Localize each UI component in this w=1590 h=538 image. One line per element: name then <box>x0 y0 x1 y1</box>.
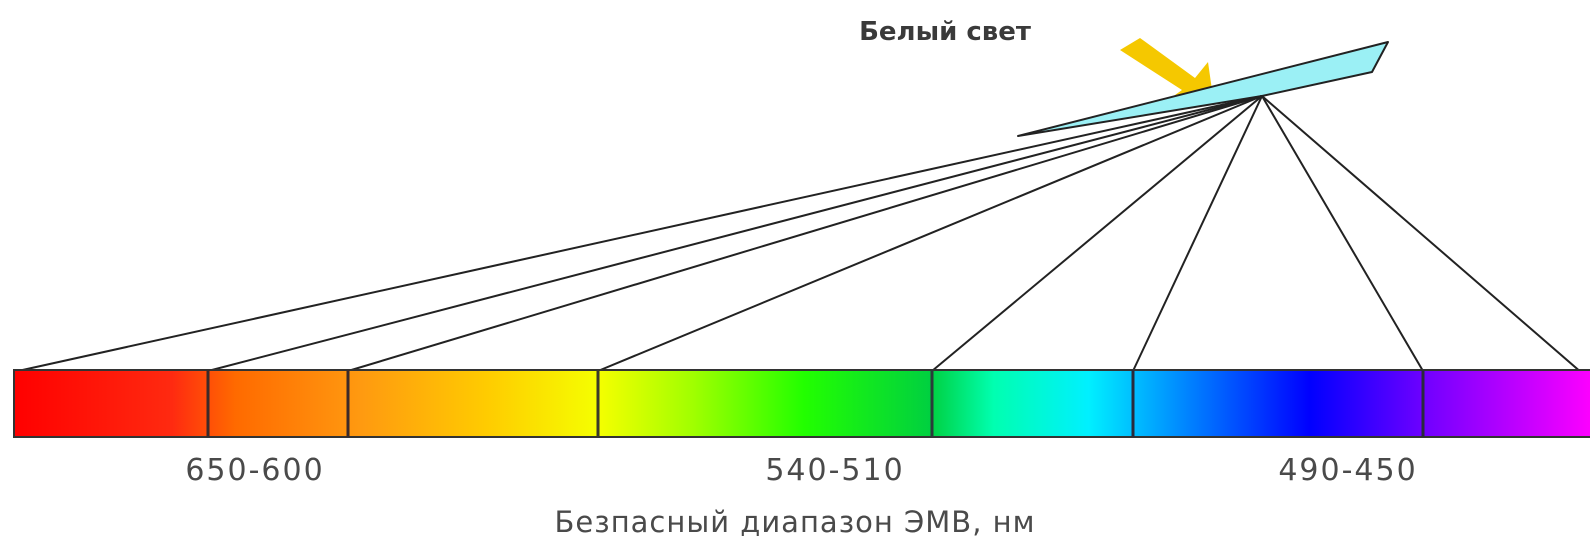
axis-caption: Безпасный диапазон ЭМВ, нм <box>555 505 1036 538</box>
ray-line <box>597 95 1263 372</box>
arrow-icon <box>1120 38 1214 104</box>
title-text: Белый свет <box>859 17 1031 47</box>
range-label-blue: 490-450 <box>1278 453 1417 488</box>
ray-line <box>347 95 1263 372</box>
ray-line <box>207 95 1263 372</box>
prism-shape <box>1017 41 1389 137</box>
range-label-green: 540-510 <box>765 453 904 488</box>
ray-line <box>931 95 1263 372</box>
range-label-red: 650-600 <box>185 453 324 488</box>
spectrum-bar <box>13 369 1590 438</box>
ray-line <box>17 95 1263 372</box>
ray-line <box>1261 95 1590 381</box>
ray-line <box>1261 95 1424 372</box>
ray-line <box>1132 95 1263 372</box>
dispersion-rays <box>17 95 1590 381</box>
